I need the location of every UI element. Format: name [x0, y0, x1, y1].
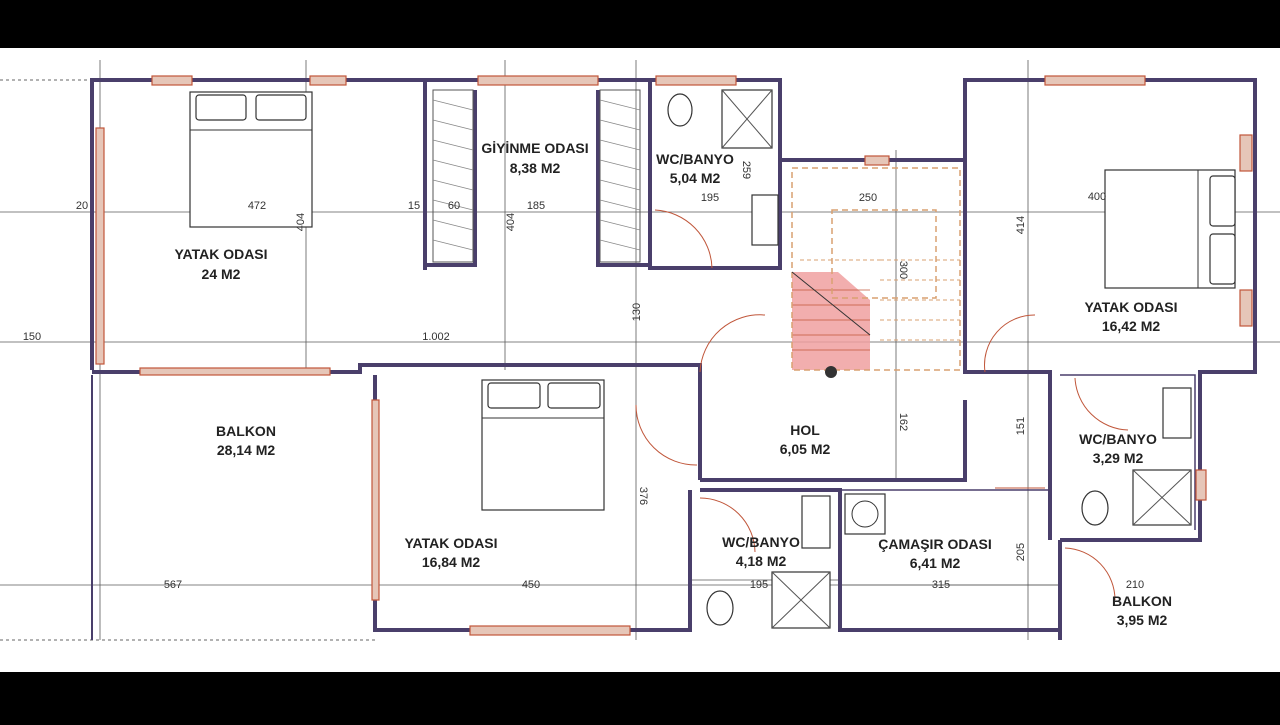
staircase	[791, 167, 961, 378]
window-10	[469, 625, 631, 636]
dimension-labels: 472 404 185 404 195 259 250 300 400 414 …	[23, 161, 1144, 591]
balcony-door-1	[95, 127, 105, 365]
room-area: 24 M2	[202, 266, 241, 282]
room-area: 28,14 M2	[217, 442, 276, 458]
room-area: 4,18 M2	[736, 553, 787, 569]
dimension-label: 1.002	[422, 331, 450, 343]
balcony-railing-left	[0, 79, 375, 641]
room-name: GİYİNME ODASI	[481, 140, 588, 156]
room-area: 16,84 M2	[422, 554, 481, 570]
window-4	[655, 75, 737, 86]
room-area: 8,38 M2	[510, 160, 561, 176]
room-labels: YATAK ODASI 24 M2 GİYİNME ODASI 8,38 M2 …	[174, 140, 1177, 628]
dimension-label: 205	[1015, 543, 1027, 561]
dimension-label: 472	[248, 200, 266, 212]
room-name: ÇAMAŞIR ODASI	[878, 536, 992, 552]
bed-bottom	[481, 379, 605, 511]
bed-right	[1104, 169, 1236, 289]
top-letterbox	[0, 0, 1280, 48]
dimension-label: 162	[897, 413, 909, 431]
bottom-letterbox	[0, 672, 1280, 720]
room-name: HOL	[790, 422, 820, 438]
room-name: BALKON	[216, 423, 276, 439]
dimension-label: 15	[408, 200, 420, 212]
stair-start-marker	[825, 366, 837, 378]
balcony-door-3	[371, 399, 380, 601]
window-9	[1195, 469, 1207, 501]
room-area: 5,04 M2	[670, 170, 721, 186]
room-name: WC/BANYO	[656, 151, 734, 167]
window-2	[309, 75, 347, 86]
dimension-label: 151	[1015, 417, 1027, 435]
dimension-label: 195	[750, 579, 768, 591]
room-name: BALKON	[1112, 593, 1172, 609]
room-area: 3,95 M2	[1117, 612, 1168, 628]
room-name: WC/BANYO	[722, 534, 800, 550]
room-area: 3,29 M2	[1093, 450, 1144, 466]
bed-master	[189, 91, 313, 228]
dimension-label: 376	[637, 487, 649, 505]
dimension-label: 185	[527, 200, 545, 212]
dimension-label: 404	[505, 213, 517, 231]
room-name: WC/BANYO	[1079, 431, 1157, 447]
dimension-label: 414	[1015, 216, 1027, 234]
balcony-door-2	[139, 367, 331, 376]
room-area: 16,42 M2	[1102, 318, 1161, 334]
dimension-label: 567	[164, 579, 182, 591]
room-name: YATAK ODASI	[1084, 299, 1177, 315]
dimension-label: 130	[631, 303, 643, 321]
window-7	[1239, 134, 1253, 172]
dimension-label: 259	[740, 161, 752, 179]
dimension-label: 60	[448, 200, 460, 212]
dimension-label: 400	[1088, 191, 1106, 203]
room-name: YATAK ODASI	[174, 246, 267, 262]
window-5	[864, 155, 890, 166]
window-1	[151, 75, 193, 86]
dimension-label: 300	[897, 261, 909, 279]
dimension-label: 404	[295, 213, 307, 231]
dimension-label: 20	[76, 200, 88, 212]
window-6	[1044, 75, 1146, 86]
dimension-label: 195	[701, 192, 719, 204]
doors	[635, 209, 1129, 601]
window-8	[1239, 289, 1253, 327]
dimension-label: 315	[932, 579, 950, 591]
dimension-label: 210	[1126, 579, 1144, 591]
room-area: 6,41 M2	[910, 555, 961, 571]
dimension-label: 250	[859, 192, 877, 204]
windows	[95, 75, 1253, 636]
room-area: 6,05 M2	[780, 441, 831, 457]
wardrobes	[432, 89, 641, 263]
dimension-label: 450	[522, 579, 540, 591]
room-name: YATAK ODASI	[404, 535, 497, 551]
bathroom-fixtures	[667, 89, 1192, 629]
window-3	[477, 75, 599, 86]
dimension-label: 150	[23, 331, 41, 343]
